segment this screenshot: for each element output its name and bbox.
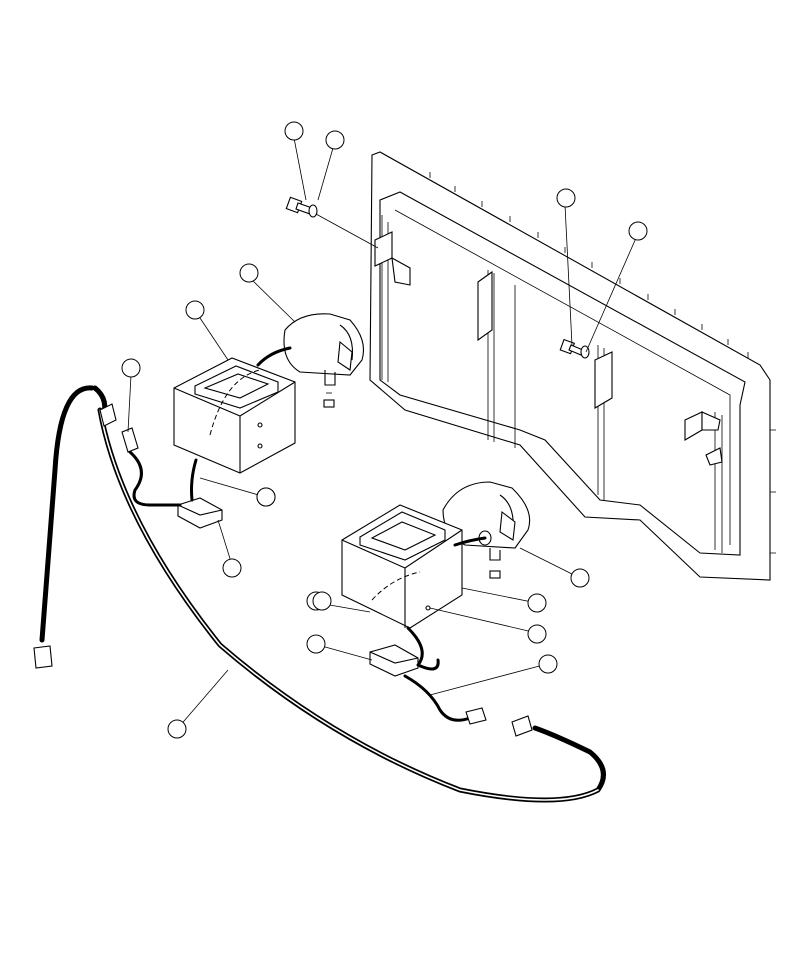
right-bolt bbox=[559, 338, 590, 359]
callout-c14 bbox=[306, 634, 326, 654]
rail-bolts bbox=[429, 172, 776, 554]
callout-c3 bbox=[556, 188, 576, 208]
upper-transformer bbox=[173, 346, 296, 474]
callout-c1 bbox=[284, 121, 304, 141]
callout-c4 bbox=[628, 221, 648, 241]
callout-c17 bbox=[312, 591, 332, 611]
callout-c15 bbox=[538, 654, 558, 674]
callout-c5 bbox=[239, 263, 259, 283]
cab-frame bbox=[369, 151, 776, 581]
upper-relay bbox=[121, 427, 223, 529]
callout-c16 bbox=[167, 719, 187, 739]
main-wire-harness bbox=[33, 385, 606, 803]
callout-c7 bbox=[121, 358, 141, 378]
leader-lines bbox=[127, 137, 637, 729]
callout-c18 bbox=[256, 487, 276, 507]
lower-relay bbox=[369, 626, 487, 725]
callout-c11 bbox=[527, 593, 547, 613]
callout-c9 bbox=[222, 558, 242, 578]
upper-bolt bbox=[285, 196, 379, 249]
callout-c12 bbox=[527, 624, 547, 644]
callout-balloons bbox=[121, 121, 648, 739]
callout-c10 bbox=[570, 568, 590, 588]
callout-c6 bbox=[185, 300, 205, 320]
upper-work-lamp bbox=[283, 313, 365, 408]
callout-c2 bbox=[325, 130, 345, 150]
lower-transformer bbox=[341, 504, 487, 629]
